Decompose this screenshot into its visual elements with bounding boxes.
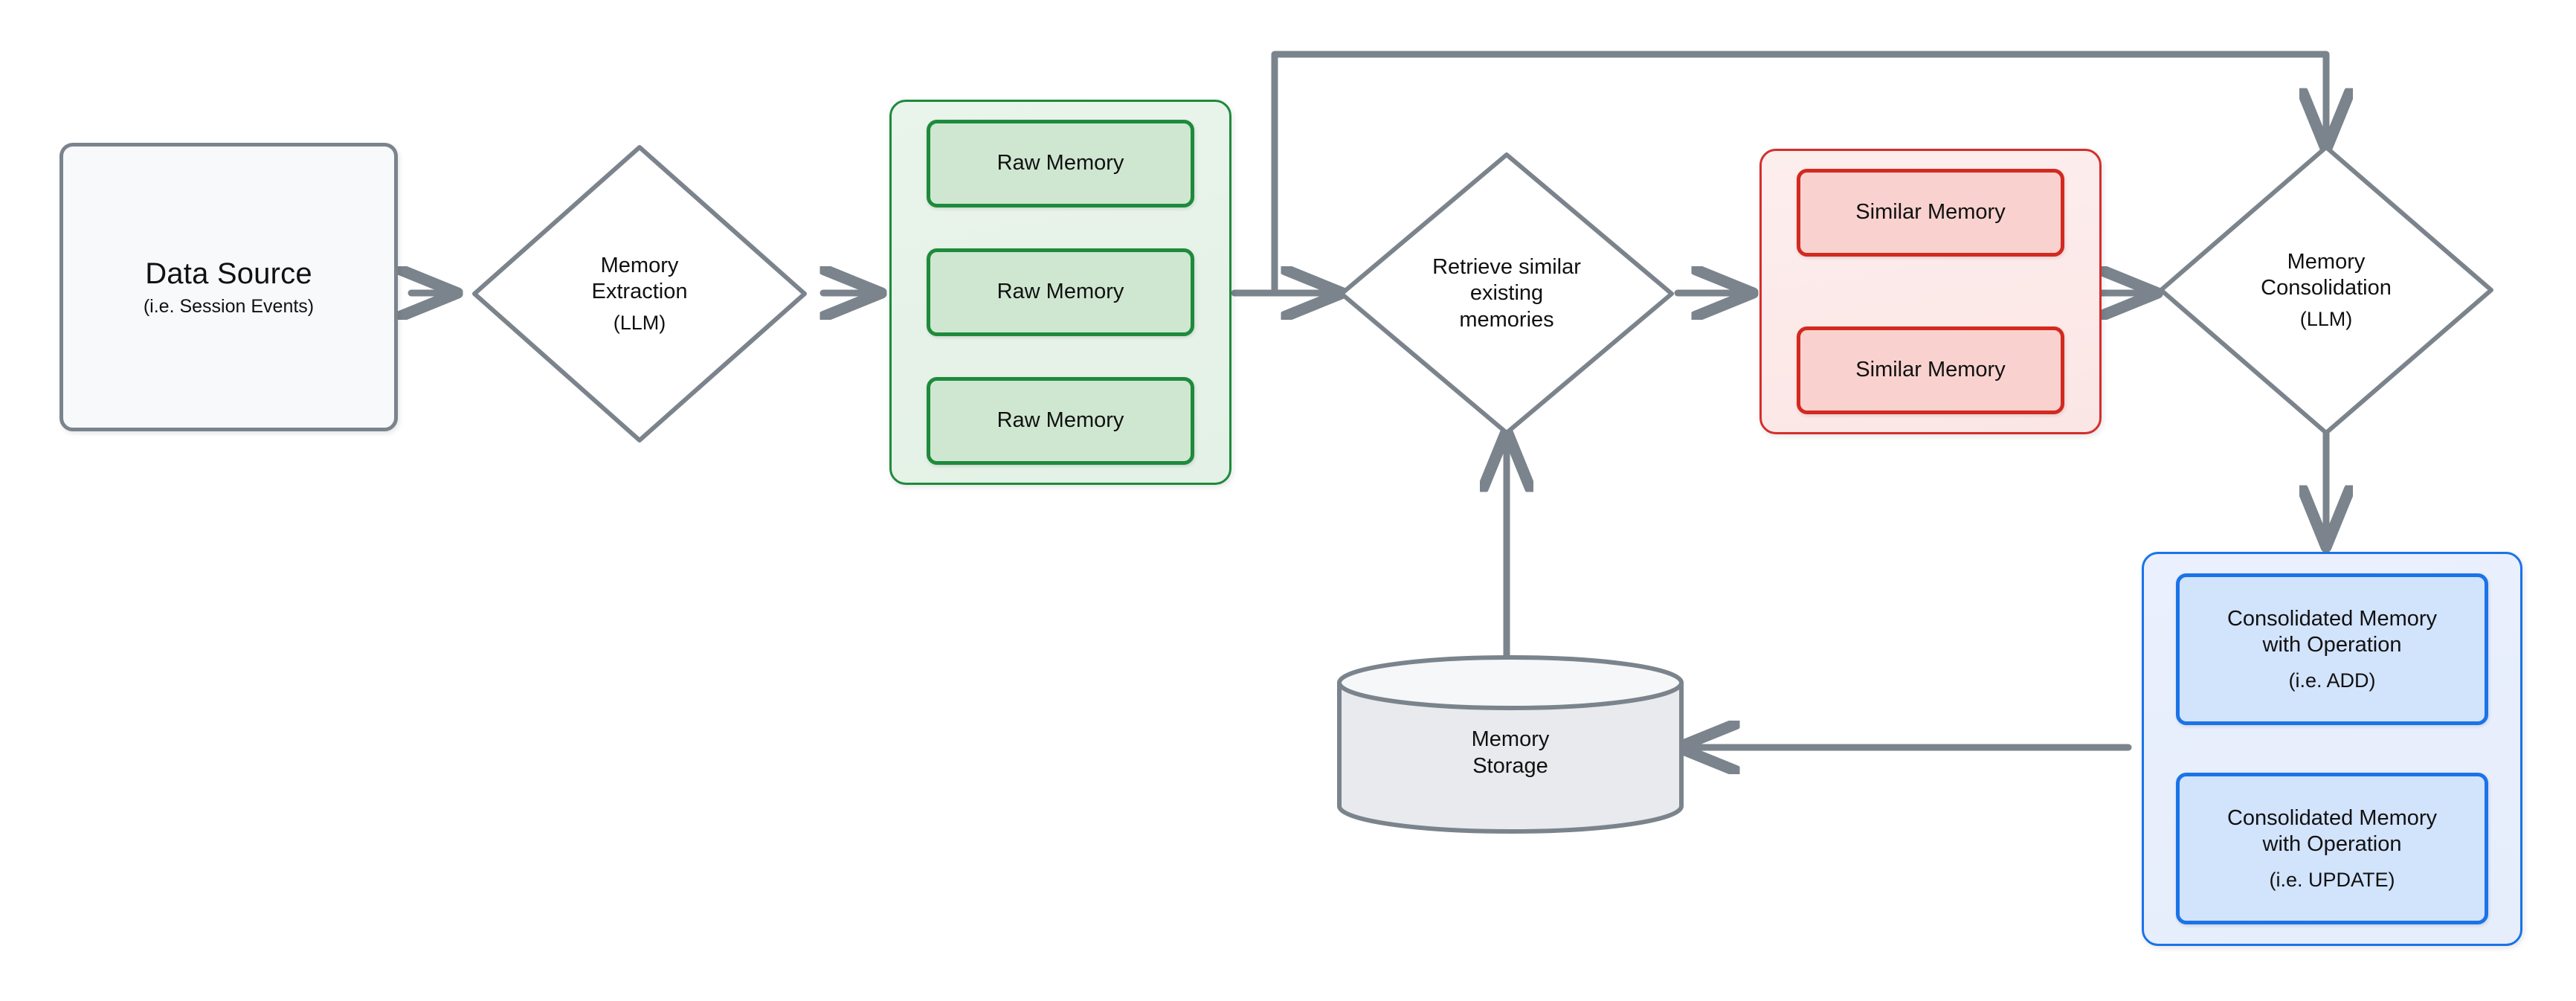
data-source-title: Data Source: [145, 257, 312, 290]
consolidated-memory-add-line1: Consolidated Memory: [2226, 607, 2438, 631]
chip-raw-memory-3[interactable]: Raw Memory: [927, 377, 1194, 465]
chip-consolidated-memory-update[interactable]: Consolidated Memory with Operation (i.e.…: [2176, 773, 2488, 924]
raw-memory-3-label: Raw Memory: [996, 408, 1124, 433]
chip-similar-memory-2[interactable]: Similar Memory: [1797, 326, 2064, 414]
node-raw-memory-group[interactable]: Raw Memory Raw Memory Raw Memory: [889, 100, 1231, 485]
memory-consolidation-diamond-shape: [2159, 145, 2493, 435]
similar-memory-1-label: Similar Memory: [1855, 200, 2006, 225]
node-consolidated-memory-group[interactable]: Consolidated Memory with Operation (i.e.…: [2142, 552, 2522, 946]
data-source-subtitle: (i.e. Session Events): [143, 295, 315, 317]
consolidated-memory-add-line2: with Operation: [2262, 633, 2402, 657]
memory-extraction-diamond-shape: [472, 145, 807, 442]
chip-raw-memory-2[interactable]: Raw Memory: [927, 248, 1194, 336]
node-retrieve-similar-memories[interactable]: Retrieve similar existing memories: [1336, 149, 1678, 439]
similar-memory-2-label: Similar Memory: [1855, 358, 2006, 382]
node-memory-consolidation[interactable]: Memory Consolidation (LLM): [2155, 141, 2497, 439]
node-similar-memory-group[interactable]: Similar Memory Similar Memory: [1759, 149, 2102, 434]
node-memory-extraction[interactable]: Memory Extraction (LLM): [468, 141, 811, 446]
consolidated-memory-update-line2: with Operation: [2262, 832, 2402, 857]
node-memory-storage[interactable]: Memory Storage: [1336, 655, 1685, 834]
chip-consolidated-memory-add[interactable]: Consolidated Memory with Operation (i.e.…: [2176, 573, 2488, 725]
consolidated-memory-update-subtitle: (i.e. UPDATE): [2269, 868, 2395, 891]
consolidated-memory-add-subtitle: (i.e. ADD): [2288, 669, 2376, 692]
raw-memory-1-label: Raw Memory: [996, 151, 1124, 176]
chip-raw-memory-1[interactable]: Raw Memory: [927, 120, 1194, 207]
chip-similar-memory-1[interactable]: Similar Memory: [1797, 169, 2064, 257]
retrieve-similar-diamond-shape: [1339, 152, 1674, 435]
node-data-source[interactable]: Data Source (i.e. Session Events): [59, 143, 398, 431]
consolidated-memory-update-line1: Consolidated Memory: [2226, 806, 2438, 831]
raw-memory-2-label: Raw Memory: [996, 280, 1124, 304]
memory-storage-cylinder-shape: [1337, 655, 1684, 834]
